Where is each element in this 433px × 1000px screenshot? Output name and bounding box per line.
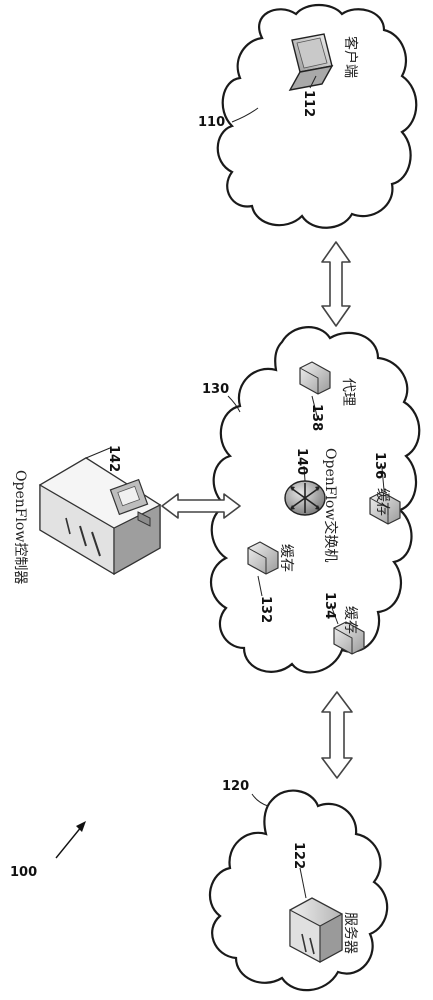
ref-server: 122 [291, 842, 306, 869]
leader-line [227, 395, 241, 413]
leader-line [309, 75, 317, 89]
ref-client-cloud: 110 [198, 115, 225, 130]
label-controller: OpenFlow控制器 [12, 470, 28, 584]
label-server: 服务器 [342, 912, 358, 954]
laptop-icon [288, 33, 334, 91]
router-icon [284, 480, 326, 516]
label-cache-a: 缓存 [278, 544, 294, 572]
ref-core-cloud: 130 [202, 382, 229, 397]
small-server-icon [247, 541, 279, 575]
small-server-icon [333, 621, 365, 655]
double-arrow-icon [161, 493, 241, 519]
double-arrow-icon [321, 241, 351, 327]
leader-line [381, 467, 385, 491]
label-proxy: 代理 [340, 378, 356, 406]
server-cloud [209, 789, 389, 992]
label-client: 客户端 [342, 36, 359, 78]
ref-server-cloud: 120 [222, 779, 249, 794]
ref-cache-a: 132 [258, 596, 273, 623]
ref-controller: 142 [106, 445, 121, 472]
ref-switch: 140 [294, 448, 309, 475]
ref-client: 112 [301, 90, 316, 117]
server-tower-icon [289, 897, 343, 963]
server-tower-icon [38, 457, 162, 576]
leader-line [85, 447, 111, 459]
label-switch: OpenFlow交换机 [322, 448, 339, 562]
client-cloud [216, 3, 418, 229]
ref-system: 100 [10, 865, 37, 880]
label-cache-c: 缓存 [374, 488, 390, 516]
small-server-icon [299, 361, 331, 395]
label-cache-b: 缓存 [342, 606, 358, 634]
leader-line [311, 395, 319, 421]
reference-arrow [55, 821, 86, 859]
leader-line [303, 465, 306, 482]
small-server-icon [369, 491, 401, 525]
leader-line [231, 107, 259, 123]
leader-line [257, 575, 263, 597]
ref-cache-b: 134 [322, 592, 337, 619]
ref-proxy: 138 [309, 404, 324, 431]
leader-line [299, 867, 307, 899]
double-arrow-icon [321, 691, 353, 779]
ref-cache-c: 136 [372, 452, 387, 479]
leader-line [251, 793, 269, 807]
leader-line [331, 607, 339, 625]
